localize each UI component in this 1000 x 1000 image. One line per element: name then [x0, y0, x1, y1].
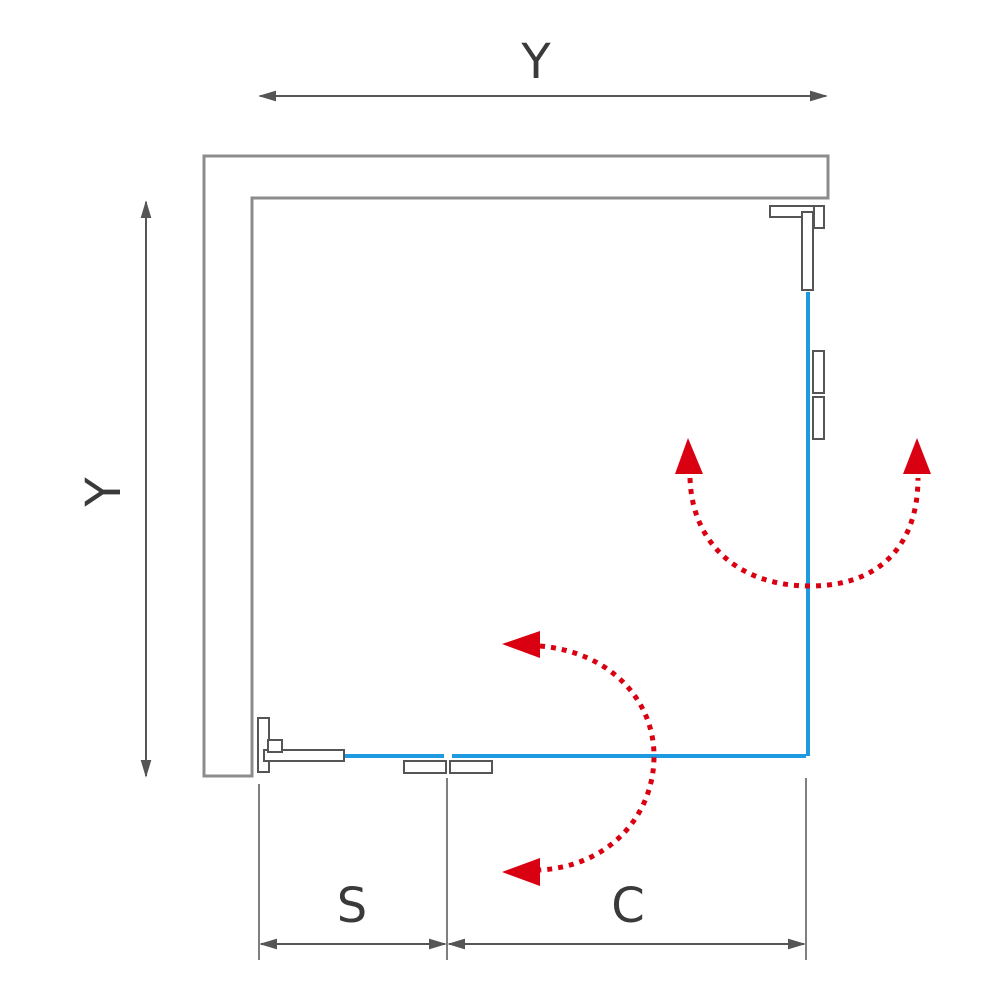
right-door-swing-arrows [675, 438, 931, 589]
bottom-door-handle [403, 760, 493, 774]
wall-outline [202, 154, 830, 778]
c-dimension-label: C [611, 878, 645, 934]
bottom-door-arrowhead-top [502, 631, 540, 658]
handle-right-plate [449, 760, 493, 774]
right-handle-lower [812, 396, 825, 440]
wall-profile-bottom-left [257, 717, 345, 773]
left-dimension-label: Y [76, 477, 132, 508]
left-dimension: Y [76, 200, 152, 778]
bottom-dimension-c: C [447, 878, 806, 950]
wall-profile-horizontal [263, 749, 345, 762]
right-door-arrowhead-left [675, 438, 703, 474]
wall-profile-top-right [769, 205, 825, 291]
wall-profile-inner [267, 739, 283, 753]
handle-left-plate [403, 760, 447, 774]
right-door-handle [812, 350, 825, 440]
right-handle-upper [812, 350, 825, 394]
top-right-profile-vertical [801, 211, 814, 291]
bottom-dimension-s: S [259, 878, 447, 950]
bottom-door-swing-arrows [502, 631, 657, 886]
right-door-swing-path [687, 477, 921, 589]
top-right-profile-inner [813, 205, 825, 229]
bottom-door-arrowhead-bottom [502, 858, 540, 886]
right-door-arrowhead-right [903, 438, 931, 474]
s-dimension-label: S [337, 878, 367, 934]
top-dimension: Y [258, 34, 828, 102]
top-dimension-label: Y [520, 34, 551, 90]
